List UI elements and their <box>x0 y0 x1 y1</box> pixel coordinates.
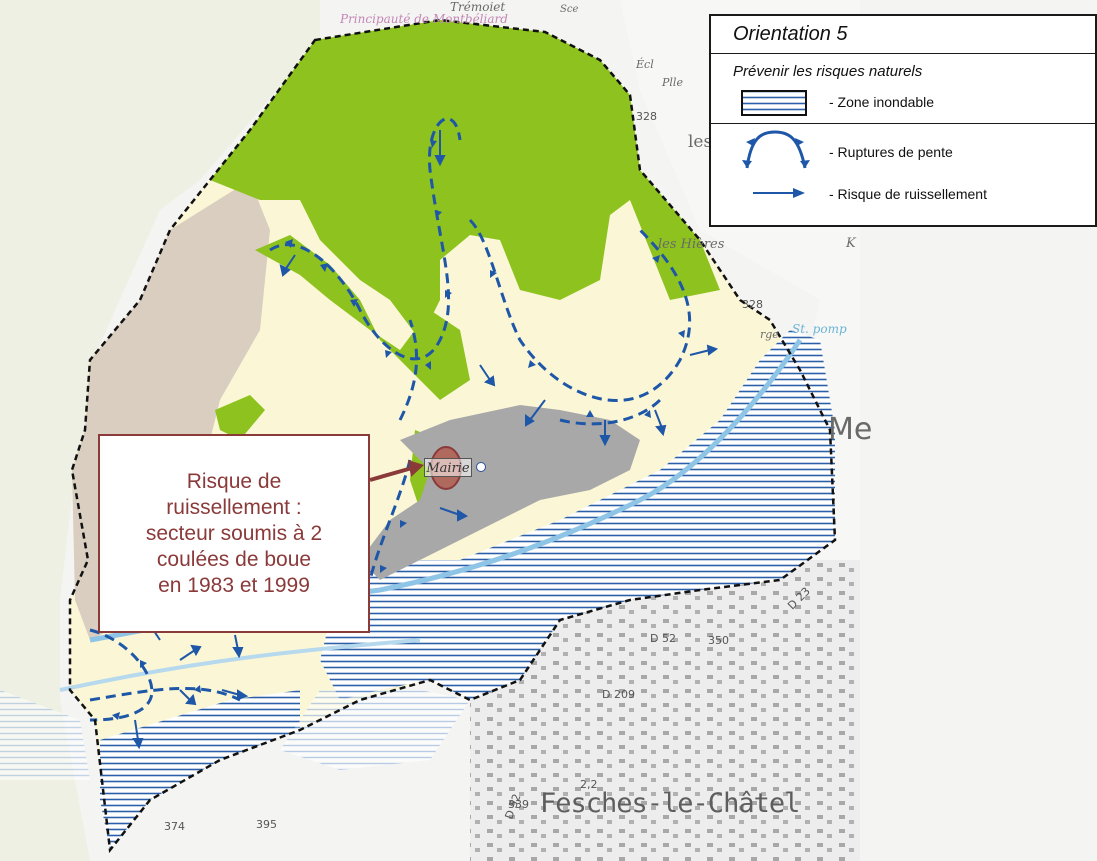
label-st-pomp: St. pomp <box>792 322 847 336</box>
label-les: les <box>688 132 713 152</box>
label-328-a: 328 <box>636 110 657 123</box>
outside-west-area <box>0 0 320 861</box>
label-sce: Sce <box>560 4 579 15</box>
slope-breaks <box>89 117 692 722</box>
label-339: 339 <box>508 798 529 811</box>
arrow-icon <box>753 188 805 198</box>
flood-zone-west-faint <box>0 690 90 780</box>
mairie-label: Mairie <box>424 458 472 477</box>
label-tremoiet: Trémoiet <box>450 0 506 14</box>
canal <box>59 638 421 692</box>
label-rge: rge <box>760 328 779 341</box>
label-350: 350 <box>708 634 729 647</box>
forest-north <box>210 20 720 340</box>
label-pile: Plle <box>662 76 683 89</box>
callout-arrow-line <box>369 466 413 482</box>
legend-subtitle: Prévenir les risques naturels <box>733 63 923 80</box>
label-2-2: 2,2 <box>580 778 598 791</box>
forest-west <box>215 395 265 440</box>
commune-boundary <box>68 18 837 854</box>
runoff-callout: Risque de ruissellement : secteur soumis… <box>98 434 370 633</box>
callout-text: Risque de ruissellement : secteur soumis… <box>145 469 323 597</box>
label-395: 395 <box>256 818 277 831</box>
fesches-urban-area <box>470 560 860 861</box>
label-d-upper: D 52 <box>650 632 676 645</box>
label-ecl: Écl <box>636 58 654 71</box>
legend-label-flood: - Zone inondable <box>829 94 935 110</box>
callout-arrow-head <box>408 460 424 477</box>
hatch-box-icon <box>741 90 807 116</box>
flood-zone-faint <box>280 690 470 770</box>
urban-area <box>360 405 640 580</box>
slope-break-icon <box>742 130 810 169</box>
label-k: K <box>846 236 856 251</box>
label-328-b: 328 <box>742 298 763 311</box>
legend-label-runoff: - Risque de ruissellement <box>829 186 987 202</box>
label-town: Fesches-le-Châtel <box>540 788 800 819</box>
label-374: 374 <box>164 820 185 833</box>
label-d209: D 209 <box>602 688 635 701</box>
legend-label-slope: - Ruptures de pente <box>829 144 953 160</box>
runoff-arrows <box>132 130 719 750</box>
label-les-hieres: les Hières <box>658 237 725 252</box>
label-me: Me <box>828 412 873 447</box>
legend-row-slope: - Ruptures de pente <box>711 123 1095 174</box>
label-principaute: Principauté de Montbéliard <box>340 12 508 26</box>
legend-row-runoff: - Risque de ruissellement <box>711 174 1095 214</box>
mairie-point-icon <box>476 462 486 472</box>
flood-zone-main <box>320 330 835 700</box>
map-legend: Orientation 5 Prévenir les risques natur… <box>709 14 1097 227</box>
slope-teeth <box>112 140 685 720</box>
legend-title: Orientation 5 <box>711 16 1095 54</box>
legend-row-flood: - Zone inondable <box>711 88 1095 123</box>
